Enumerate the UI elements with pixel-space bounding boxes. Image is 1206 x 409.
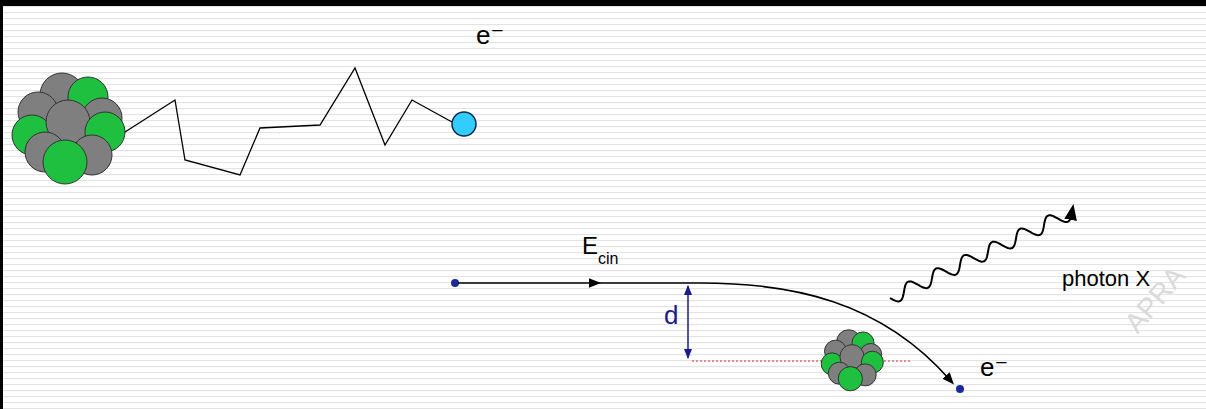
electron-dot	[451, 279, 459, 287]
label: d	[664, 302, 678, 328]
left-bar	[0, 0, 3, 409]
label: e⁻	[980, 354, 1008, 380]
label: photon X	[1062, 268, 1150, 290]
label: e⁻	[476, 22, 504, 48]
nucleus	[821, 330, 883, 391]
orbit-zigzag	[125, 68, 452, 175]
photon-wave	[890, 212, 1072, 301]
trajectory	[590, 283, 950, 380]
electron-dot	[956, 385, 964, 393]
distance-arrow	[687, 286, 689, 358]
electron	[452, 112, 476, 136]
trajectory	[458, 282, 595, 284]
nucleon	[838, 367, 862, 391]
nucleus	[12, 73, 125, 184]
nucleon	[43, 140, 87, 184]
label: cin	[598, 251, 618, 267]
top-bar	[0, 0, 1206, 6]
label: E	[582, 234, 598, 258]
